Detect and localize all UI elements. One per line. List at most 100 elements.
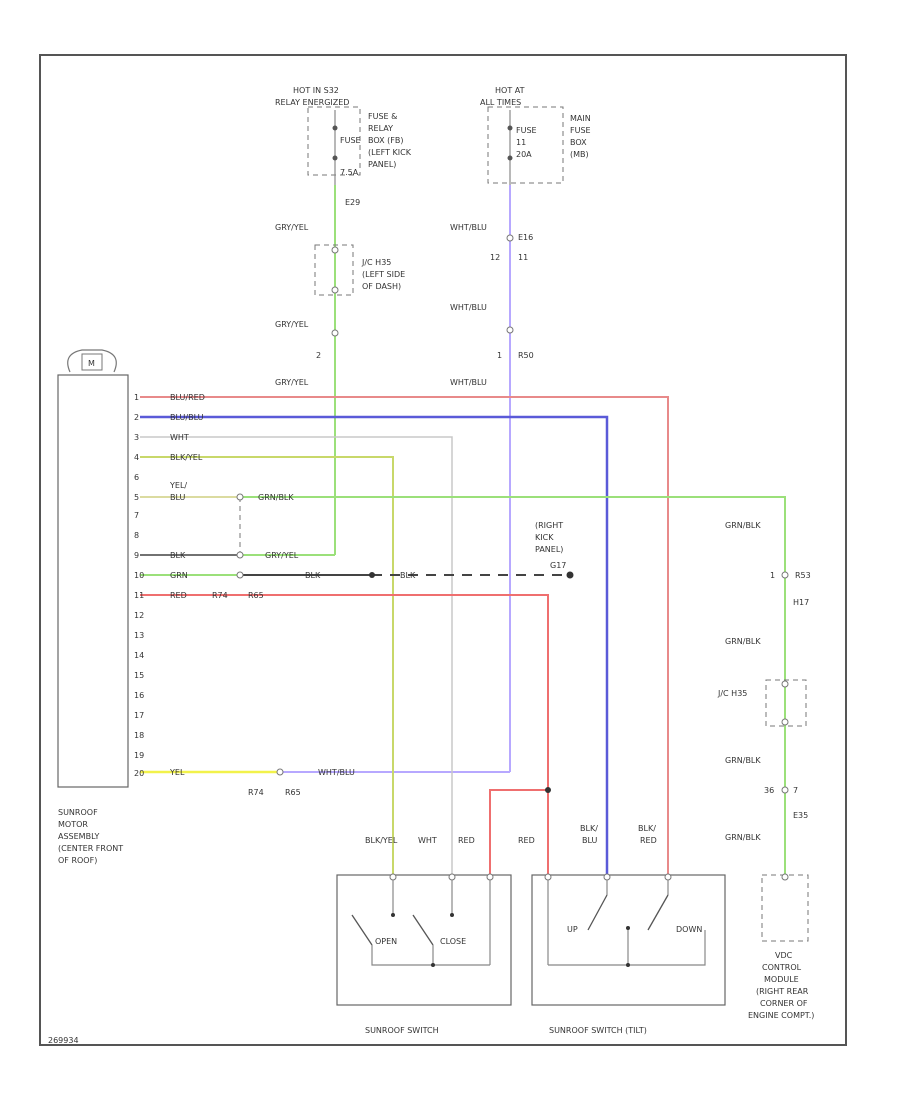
pin-label-8: 8: [134, 531, 139, 540]
fuse-a-terminal-2: [332, 155, 338, 161]
kick-2: KICK: [535, 533, 554, 542]
fuse-box-dashed: [307, 106, 361, 176]
kick-1: (RIGHT: [535, 521, 563, 530]
hot-relay-title-2: RELAY ENERGIZED: [275, 98, 349, 107]
sw1-contact-2: [412, 914, 434, 946]
sw1-node-2: [450, 913, 454, 917]
tilt-node-1: [626, 963, 630, 967]
conn-e16: E16: [518, 233, 533, 242]
wire-blu-red: [140, 396, 669, 875]
pin-label-19: 19: [134, 751, 144, 760]
fuse-a-amp: 7.5A: [340, 168, 359, 177]
switch-wire-4: RED: [518, 836, 535, 845]
wire-label-blk-1: BLK: [170, 551, 186, 560]
switch-wire-6b: RED: [640, 836, 657, 845]
wire-label-grn-blk-a: GRN/BLK: [258, 493, 294, 502]
conn-r65: R65: [248, 591, 264, 600]
splice-dot-icon: [369, 572, 375, 578]
tilt-contact-2: [647, 894, 669, 931]
wire-label-wht-blu-4: WHT/BLU: [318, 768, 355, 777]
pin-label-14: 14: [134, 651, 144, 660]
sunroof-switch: [336, 874, 512, 1006]
sw1-common: [371, 945, 490, 966]
sunroof-motor-assembly: [57, 374, 129, 788]
wire-label-gry-yel-2: GRY/YEL: [275, 320, 309, 329]
jc-terminal-icon: [331, 246, 339, 254]
vdc-5: CORNER OF: [760, 999, 808, 1008]
wire-label-grn: GRN: [170, 571, 188, 580]
switch-terminal-icon-1: [389, 873, 397, 881]
vdc-2: CONTROL: [762, 963, 802, 972]
pin-label-3: 3: [134, 433, 139, 442]
sunroof-switch-tilt: [531, 874, 726, 1006]
conn-h17: H17: [793, 598, 809, 607]
splice-dot-icon-2: [545, 787, 551, 793]
connector-e16-icon: [506, 234, 514, 242]
wire-red-11: [140, 594, 549, 875]
pin-label-16: 16: [134, 691, 144, 700]
switch-terminal-icon-3: [486, 873, 494, 881]
switch-terminal-icon-2: [448, 873, 456, 881]
jc-h35-box-dashed: [765, 679, 807, 727]
pin-label-20: 20: [134, 769, 144, 778]
pin-label-7: 7: [134, 511, 139, 520]
motor-symbol-icon: [81, 353, 103, 371]
sunroof-switch-title: SUNROOF SWITCH: [365, 1026, 439, 1035]
pin-36: 36: [764, 786, 774, 795]
connector-icon-3: [236, 551, 244, 559]
wire-label-yel-2: BLU: [170, 493, 186, 502]
pin-label-1: 1: [134, 393, 139, 402]
fuse-relay-2: RELAY: [368, 124, 393, 133]
tilt-terminal-icon-1: [544, 873, 552, 881]
connector-icon-5: [276, 768, 284, 776]
jc-terminal-icon-2: [331, 286, 339, 294]
fuse-relay-5: PANEL): [368, 160, 396, 169]
main-fuse-2: FUSE: [570, 126, 591, 135]
switch-open: OPEN: [375, 937, 397, 946]
motor-1: SUNROOF: [58, 808, 98, 817]
jc-box-dashed: [314, 244, 354, 296]
conn-r74-b: R74: [248, 788, 264, 797]
connector-icon-2: [236, 493, 244, 501]
main-fuse-box-dashed: [487, 106, 564, 184]
wire-label-yel-1: YEL/: [169, 481, 187, 490]
jc-2: (LEFT SIDE: [362, 270, 405, 279]
pin-12: 12: [490, 253, 500, 262]
fuse-b-label: FUSE: [516, 126, 537, 135]
main-fuse-3: BOX: [570, 138, 587, 147]
jc-3: OF DASH): [362, 282, 401, 291]
vdc-1: VDC: [775, 951, 793, 960]
connector-r50-icon: [506, 326, 514, 334]
tilt-contact-1: [587, 894, 608, 931]
wire-label-gry-yel-1: GRY/YEL: [275, 223, 309, 232]
pin-2: 2: [316, 351, 321, 360]
vdc-module-box-dashed: [761, 874, 809, 942]
switch-close: CLOSE: [440, 937, 466, 946]
connector-icon-4: [236, 571, 244, 579]
switch-wire-5a: BLK/: [580, 824, 598, 833]
pin-label-12: 12: [134, 611, 144, 620]
sw1-node-3: [431, 963, 435, 967]
connector-r53-icon: [781, 571, 789, 579]
vdc-6: ENGINE COMPT.): [748, 1011, 814, 1020]
switch-wire-3: RED: [458, 836, 475, 845]
tilt-bottom: [548, 930, 706, 966]
main-fuse-1: MAIN: [570, 114, 591, 123]
ground-label: G17: [550, 561, 566, 570]
jc-h35-terminal-icon-2: [781, 718, 789, 726]
fuse-relay-3: BOX (FB): [368, 136, 404, 145]
conn-r50: R50: [518, 351, 534, 360]
wire-wht: [140, 436, 453, 875]
pin-label-17: 17: [134, 711, 144, 720]
pin-label-6: 6: [134, 473, 139, 482]
wire-label-blk-3: BLK: [400, 571, 416, 580]
tilt-terminal-icon-2: [603, 873, 611, 881]
kick-3: PANEL): [535, 545, 563, 554]
pin-label-18: 18: [134, 731, 144, 740]
switch-wire-2: WHT: [418, 836, 437, 845]
conn-e35: E35: [793, 811, 808, 820]
diagram-frame: [39, 54, 847, 1046]
fuse-relay-4: (LEFT KICK: [368, 148, 412, 157]
switch-wire-6a: BLK/: [638, 824, 656, 833]
